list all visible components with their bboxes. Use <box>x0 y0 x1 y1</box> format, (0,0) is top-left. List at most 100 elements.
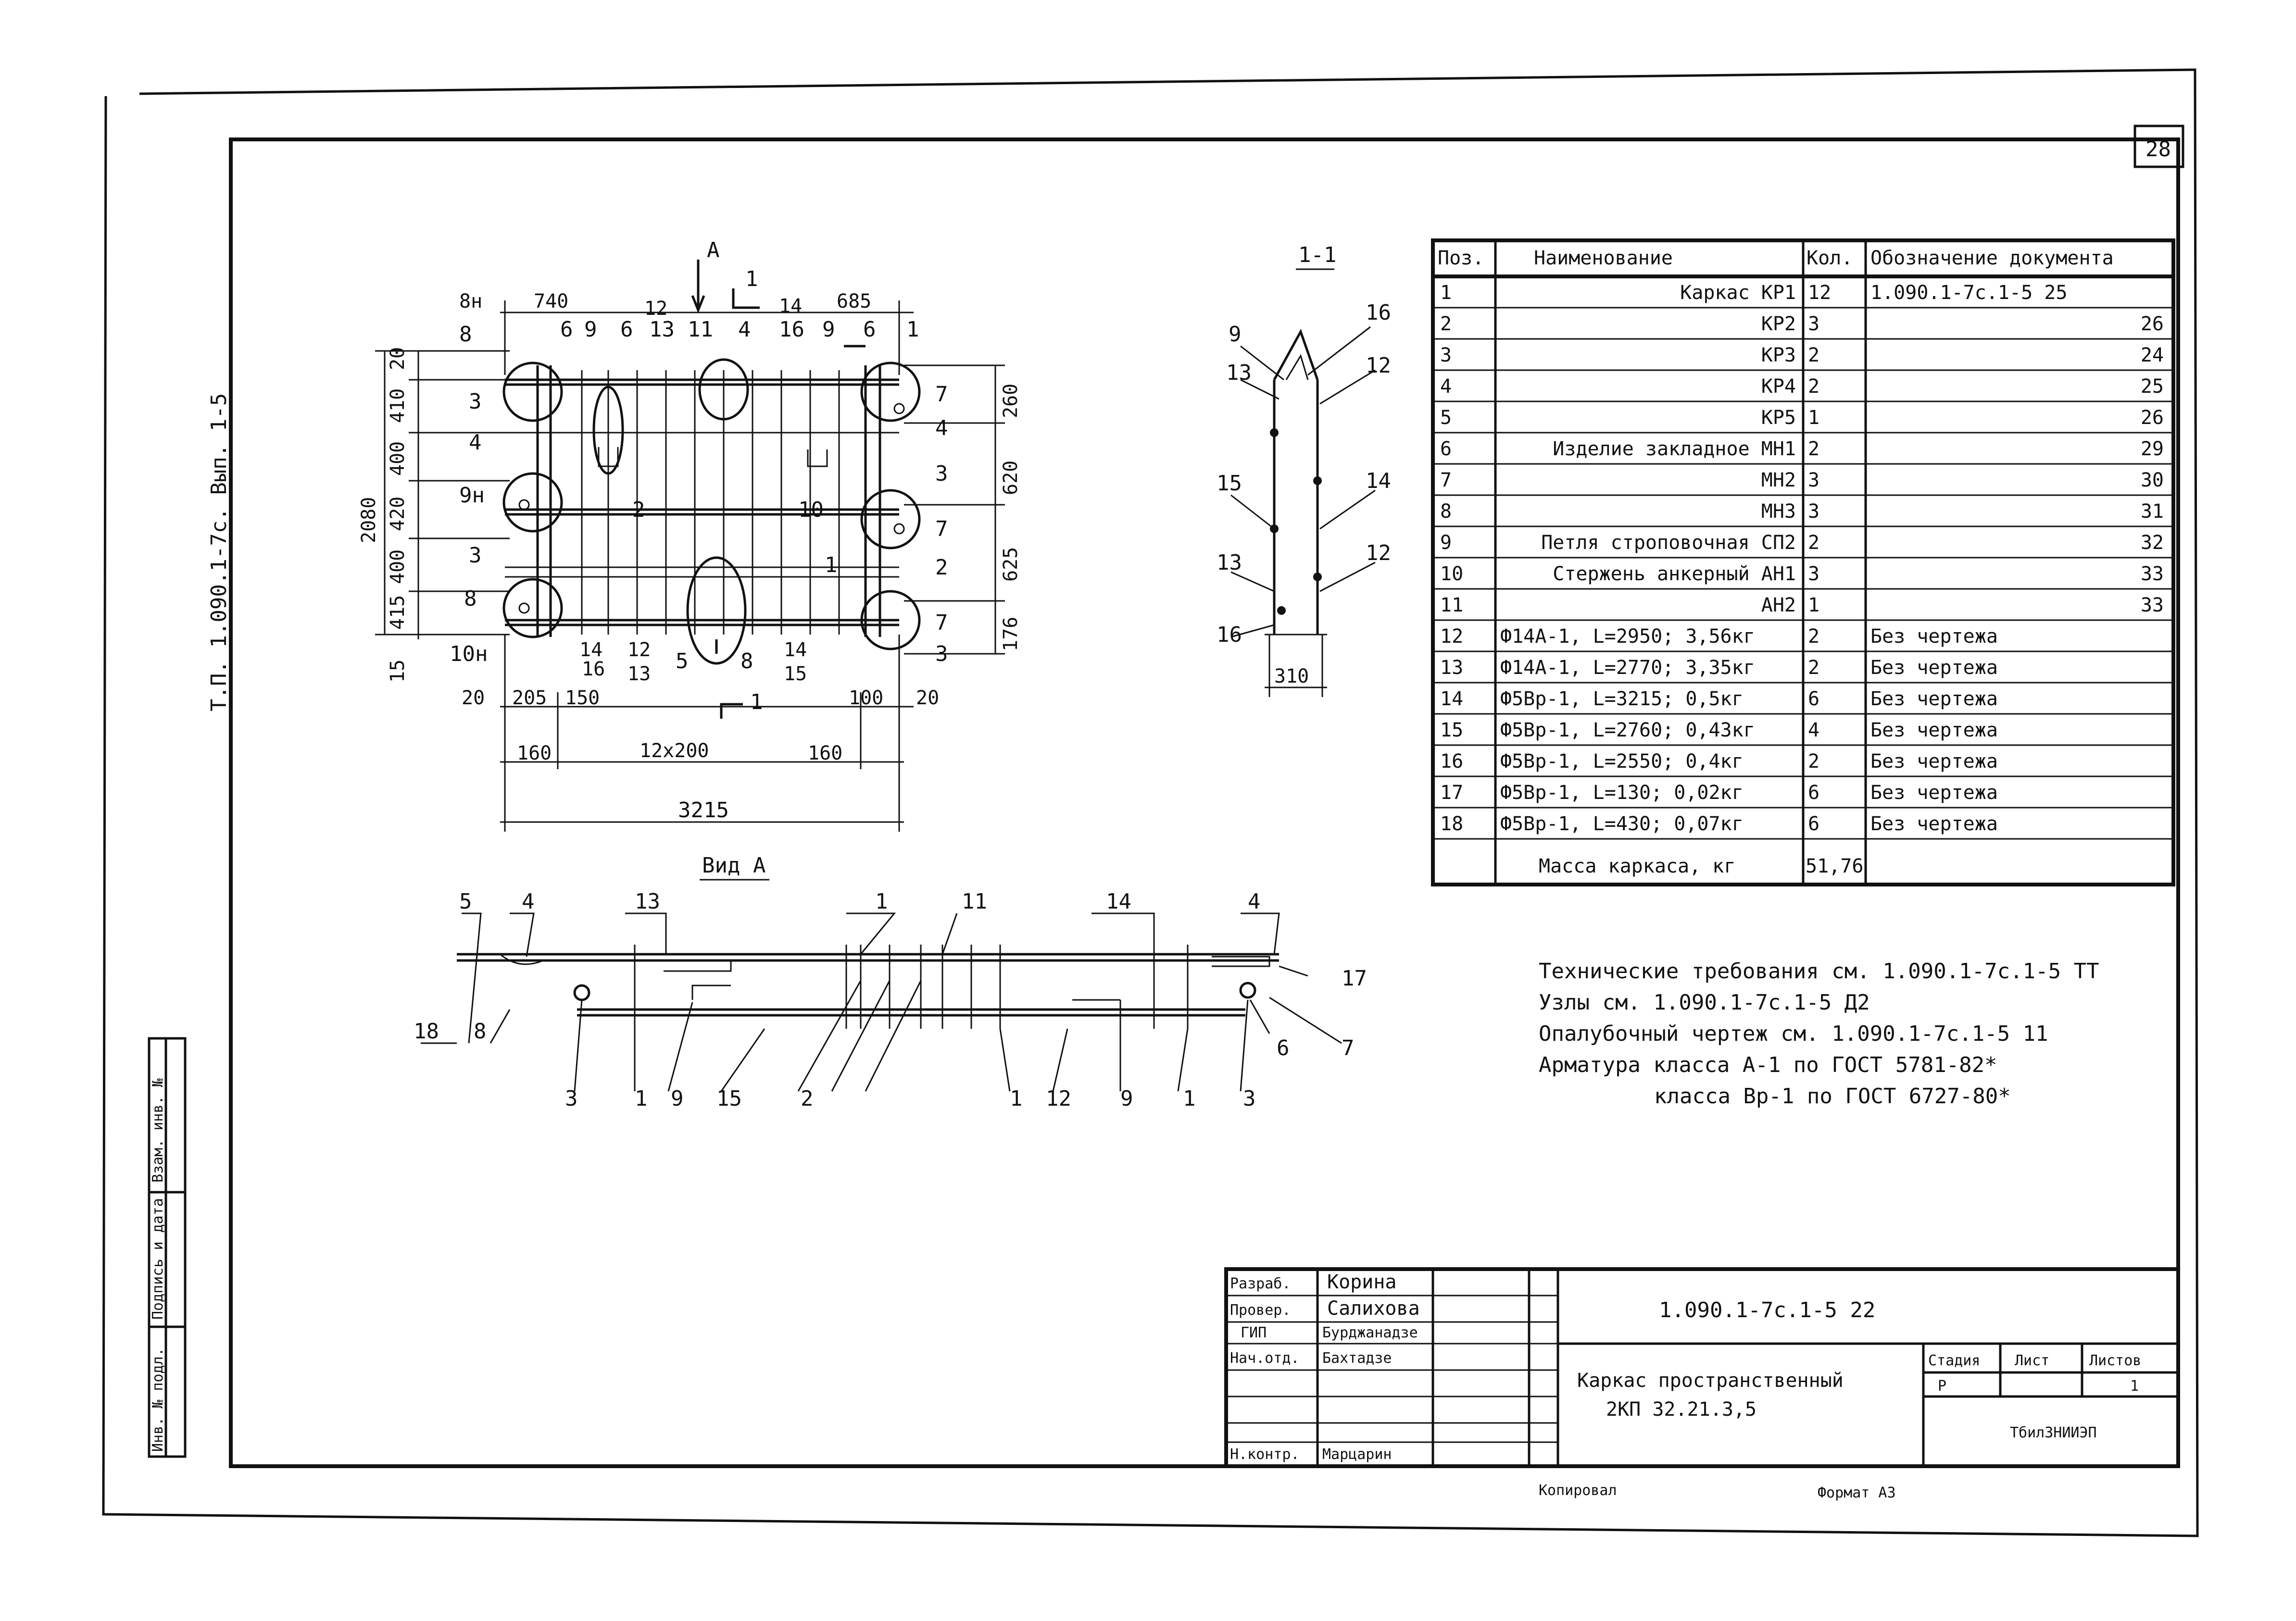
svg-text:10н: 10н <box>450 642 488 666</box>
spec-cell-r10-c2: Стержень анкерный АН1 <box>1553 563 1796 585</box>
svg-text:9: 9 <box>671 1086 684 1111</box>
spec-cell-r18-c1: 18 <box>1440 813 1463 835</box>
svg-text:420: 420 <box>387 497 409 531</box>
sheets-value: 1 <box>2130 1378 2139 1395</box>
spec-cell-r12-c4: Без чертежа <box>1870 625 1998 648</box>
svg-text:7: 7 <box>935 611 948 635</box>
view-a-title: Вид А <box>702 853 765 878</box>
svg-text:1: 1 <box>906 317 919 342</box>
doc-name-1: Каркас пространственный <box>1577 1370 1844 1392</box>
spec-cell-r6-c4: 29 <box>2141 438 2164 460</box>
svg-text:20: 20 <box>387 347 409 370</box>
name-4: Бахтадзе <box>1322 1350 1392 1367</box>
note-1: Технические требования см. 1.090.1-7с.1-… <box>1539 959 2099 984</box>
svg-text:160: 160 <box>808 742 842 764</box>
format-label: Формат А3 <box>1818 1484 1896 1501</box>
svg-text:16: 16 <box>779 317 804 342</box>
svg-text:10: 10 <box>798 498 824 522</box>
note-5: класса Вр-1 по ГОСТ 6727-80* <box>1654 1084 2011 1109</box>
svg-text:13: 13 <box>635 889 660 914</box>
svg-text:205: 205 <box>512 687 547 709</box>
svg-text:4: 4 <box>935 416 948 440</box>
role-2: Провер. <box>1230 1302 1291 1319</box>
svg-text:13: 13 <box>1226 361 1252 385</box>
spec-cell-r10-c1: 10 <box>1440 563 1463 585</box>
spec-cell-r7-c4: 30 <box>2141 469 2164 491</box>
spec-cell-r17-c1: 17 <box>1440 782 1463 804</box>
svg-text:15: 15 <box>716 1086 742 1111</box>
svg-text:625: 625 <box>1000 547 1022 582</box>
svg-text:13: 13 <box>627 663 651 685</box>
svg-text:15: 15 <box>387 660 409 683</box>
svg-text:20: 20 <box>916 687 939 709</box>
svg-text:3: 3 <box>935 642 948 666</box>
spec-cell-r18-c3: 6 <box>1808 813 1819 835</box>
spec-cell-r1-c2: Каркас КР1 <box>1680 282 1796 304</box>
spec-cell-r1-c1: 1 <box>1440 282 1452 304</box>
spec-cell-r11-c1: 11 <box>1440 594 1463 616</box>
svg-text:9н: 9н <box>459 483 485 508</box>
copied-label: Копировал <box>1539 1482 1617 1499</box>
svg-text:1: 1 <box>635 1086 648 1111</box>
spec-cell-r15-c1: 15 <box>1440 719 1463 741</box>
svg-text:740: 740 <box>534 290 568 312</box>
spec-cell-r14-c1: 14 <box>1440 688 1463 710</box>
svg-text:3: 3 <box>935 461 948 486</box>
side-columns: Инв. № подл. Подпись и дата Взам. инв. № <box>148 1037 187 1458</box>
svg-text:14: 14 <box>579 639 602 661</box>
sheet-trim-border <box>102 68 2199 1537</box>
svg-text:4: 4 <box>522 889 535 914</box>
spec-cell-r1-c4: 1.090.1-7с.1-5 25 <box>1870 282 2067 304</box>
svg-text:150: 150 <box>565 687 600 709</box>
spec-cell-r2-c4: 26 <box>2141 313 2164 335</box>
svg-text:1: 1 <box>825 553 838 577</box>
svg-text:1: 1 <box>745 267 758 291</box>
side-stamp: Т.П. 1.090.1-7с. Вып. 1-5 <box>207 393 231 711</box>
spec-cell-r9-c3: 2 <box>1808 532 1819 554</box>
svg-text:6: 6 <box>863 317 876 342</box>
drawing-frame <box>229 137 2180 1468</box>
spec-cell-r11-c2: АН2 <box>1761 594 1796 616</box>
svg-text:6: 6 <box>560 317 573 342</box>
view-a: Вид А <box>414 853 1367 1111</box>
spec-cell-r4-c2: КР4 <box>1761 375 1796 398</box>
spec-cell-r12-c1: 12 <box>1440 625 1463 648</box>
svg-text:12х200: 12х200 <box>640 740 709 762</box>
svg-text:13: 13 <box>649 317 675 342</box>
spec-cell-r2-c1: 2 <box>1440 313 1452 335</box>
role-4: Нач.отд. <box>1230 1350 1300 1367</box>
spec-cell-r8-c3: 3 <box>1808 500 1819 523</box>
spec-cell-r14-c4: Без чертежа <box>1870 688 1998 710</box>
svg-text:8н: 8н <box>459 290 482 312</box>
svg-text:12: 12 <box>1366 541 1391 565</box>
spec-cell-r7-c2: МН2 <box>1761 469 1796 491</box>
mass-value: 51,76 <box>1806 855 1863 877</box>
spec-cell-r9-c2: Петля строповочная СП2 <box>1541 532 1796 554</box>
svg-text:6: 6 <box>620 317 633 342</box>
svg-text:14: 14 <box>1366 469 1391 493</box>
section-1-1: 1-1 16 9 13 12 15 14 13 1 <box>1217 243 1391 697</box>
role-7: Н.контр. <box>1230 1446 1300 1463</box>
svg-text:400: 400 <box>387 549 409 584</box>
doc-code: 1.090.1-7с.1-5 22 <box>1659 1298 1875 1322</box>
spec-cell-r11-c3: 1 <box>1808 594 1819 616</box>
notes: Технические требования см. 1.090.1-7с.1-… <box>1539 959 2099 1109</box>
spec-cell-r5-c2: КР5 <box>1761 407 1796 429</box>
spec-cell-r10-c3: 3 <box>1808 563 1819 585</box>
svg-text:3: 3 <box>469 389 482 414</box>
svg-text:4: 4 <box>1248 889 1261 914</box>
spec-cell-r17-c2: Ф5Вр-1, L=130; 0,02кг <box>1500 782 1744 804</box>
spec-cell-r9-c1: 9 <box>1440 532 1452 554</box>
spec-cell-r7-c1: 7 <box>1440 469 1452 491</box>
svg-text:1: 1 <box>1183 1086 1196 1111</box>
spec-cell-r2-c3: 3 <box>1808 313 1819 335</box>
svg-text:3215: 3215 <box>678 798 729 823</box>
spec-cell-r13-c1: 13 <box>1440 657 1463 679</box>
spec-header-pos: Поз. <box>1438 247 1484 269</box>
spec-header-name: Наименование <box>1534 247 1673 269</box>
spec-cell-r16-c3: 2 <box>1808 750 1819 773</box>
note-4: Арматура класса А-1 по ГОСТ 5781-82* <box>1539 1053 1997 1077</box>
note-3: Опалубочный чертеж см. 1.090.1-7с.1-5 11 <box>1539 1022 2048 1046</box>
name-2: Салихова <box>1327 1297 1420 1320</box>
spec-cell-r18-c2: Ф5Вр-1, L=430; 0,07кг <box>1500 813 1744 835</box>
